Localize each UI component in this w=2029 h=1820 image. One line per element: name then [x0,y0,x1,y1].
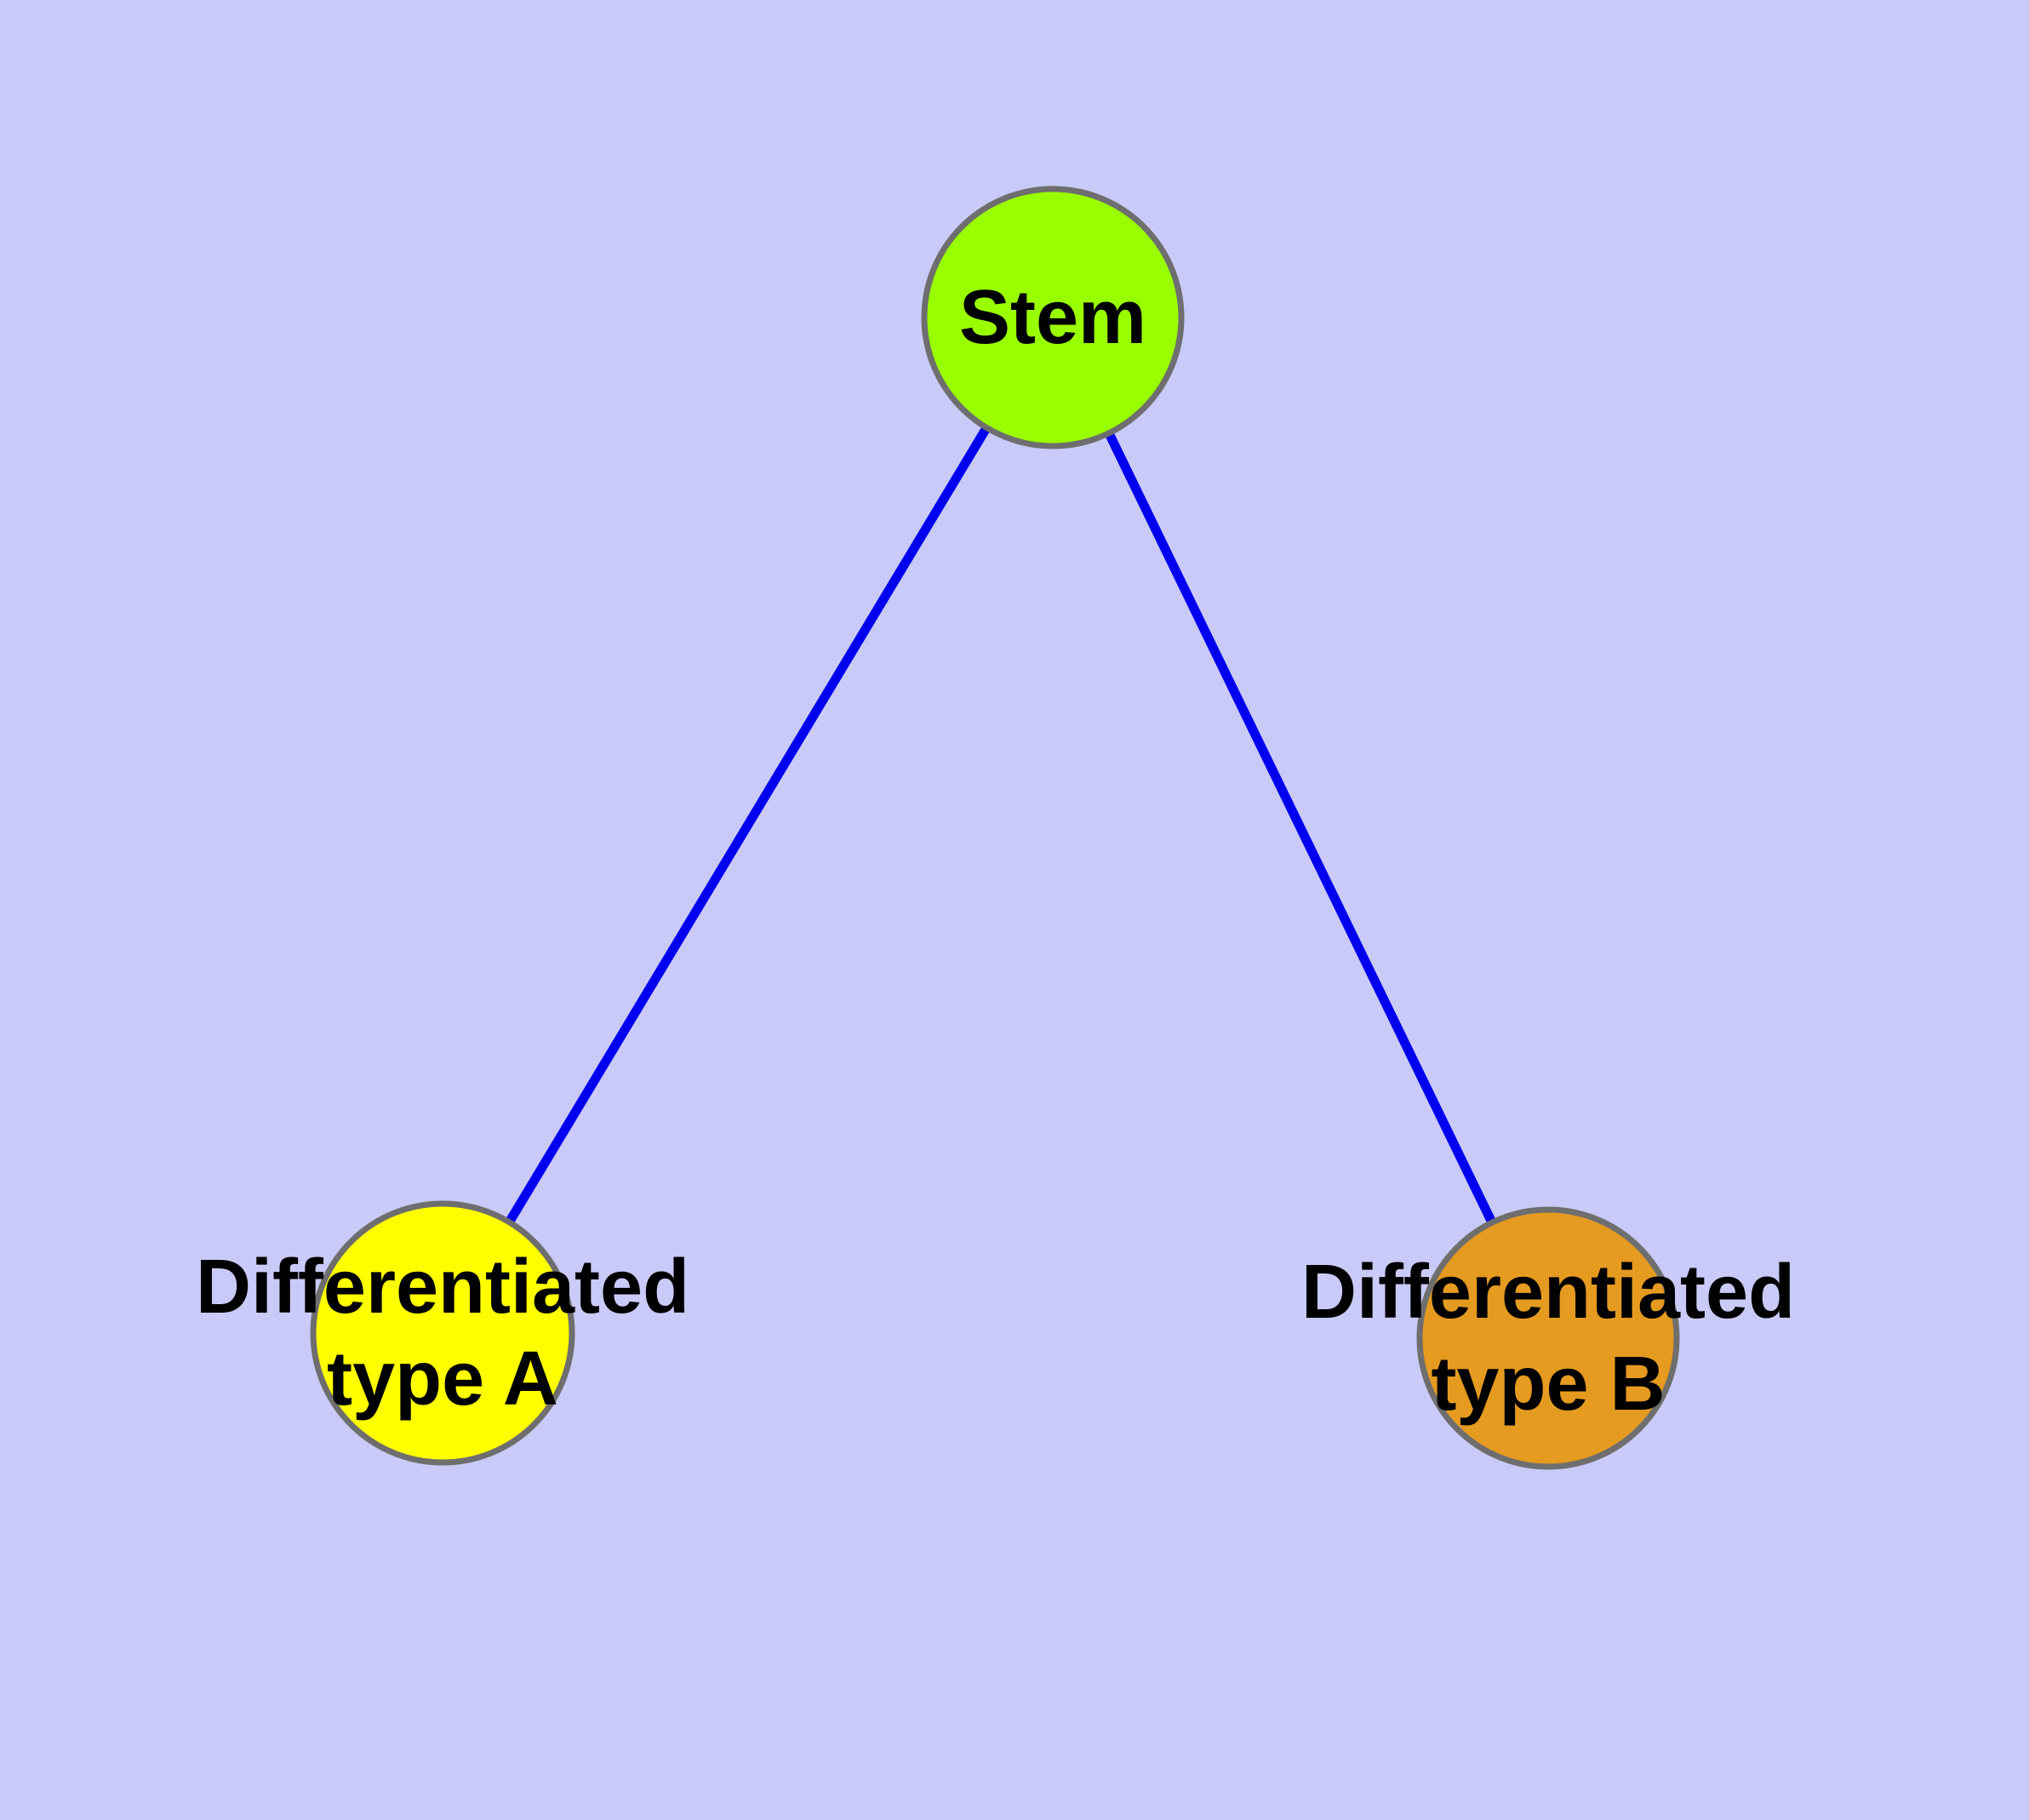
node-differentiated-type-b-circle [1416,1206,1680,1470]
edge-stem-to-type-b [1049,315,1552,1341]
node-differentiated-type-b-label-line1: Differentiated [1300,1250,1796,1335]
node-stem-circle [921,186,1185,449]
node-differentiated-type-b-label: Differentiated type B [1301,1246,1795,1430]
node-differentiated-type-a-label: Differentiated type A [196,1241,689,1425]
node-stem-label: Stem [958,275,1147,360]
node-differentiated-type-a-label-line1: Differentiated [195,1245,690,1330]
node-differentiated-type-a-label-line2: type A [327,1336,558,1422]
edge-stem-to-type-a [438,315,1057,1336]
node-differentiated-type-a-circle [310,1200,575,1466]
node-differentiated-type-b-label-line2: type B [1431,1342,1666,1427]
